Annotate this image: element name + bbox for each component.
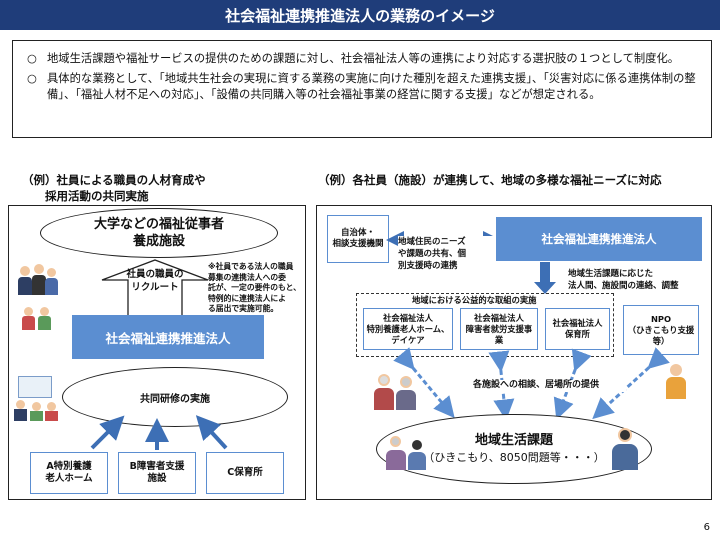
facility-b-box: B障害者支援 施設 [118, 452, 196, 494]
withdrawn-person-icon [606, 426, 646, 472]
npo-box: NPO （ひきこもり支援 等） [623, 305, 699, 355]
left-corp-box: 社会福祉連携推進法人 [72, 315, 264, 359]
family-icon [386, 432, 430, 472]
people-group-icon [18, 262, 58, 302]
left-panel [8, 205, 306, 500]
public-interest-group [356, 293, 614, 357]
intro-bullet-1: ○ 地域生活課題や福祉サービスの提供のための課題に対し、社会福祉法人等の連携によ… [27, 51, 699, 67]
consult-text: 各施設への相談、居場所の提供 [446, 380, 626, 392]
coord-text: 地域生活課題に応じた 法人間、施設間の連絡、調整 [568, 269, 679, 291]
issue-ellipse: 地域生活課題 （ひきこもり、8050問題等・・・） [376, 414, 652, 484]
npo-staff-icon [660, 362, 694, 402]
group-title: 地域における公益的な取組の実施 [412, 295, 537, 305]
training-icon [14, 372, 60, 422]
facility-c-box: C保育所 [206, 452, 284, 494]
intro-box: ○ 地域生活課題や福祉サービスの提供のための課題に対し、社会福祉法人等の連携によ… [12, 40, 712, 138]
university-ellipse: 大学などの福祉従事者 養成施設 [40, 208, 278, 258]
elderly-couple-icon [372, 372, 428, 412]
intro-bullet-2: ○ 具体的な業務として、「地域共生社会の実現に資する業務の実施に向けた種別を超え… [27, 71, 699, 103]
member-box-2: 社会福祉法人 障害者就労支援事 業 [460, 308, 538, 350]
bullet-text: 具体的な業務として、「地域共生社会の実現に資する業務の実施に向けた種別を超えた連… [47, 72, 696, 101]
recruit-note: ※社員である法人の職員 募集の連携法人への委 託が、一定の要件のもと、 特例的に… [208, 262, 301, 313]
bullet-mark: ○ [27, 72, 37, 85]
students-icon [20, 305, 58, 333]
right-caption: （例）各社員（施設）が連携して、地域の多様な福祉ニーズに対応 [318, 173, 662, 187]
bullet-text: 地域生活課題や福祉サービスの提供のための課題に対し、社会福祉法人等の連携により対… [47, 52, 680, 65]
page-number: 6 [703, 522, 710, 533]
page-title: 社会福祉連携推進法人の業務のイメージ [0, 0, 720, 30]
issue-subtitle: （ひきこもり、8050問題等・・・） [423, 451, 605, 464]
municipality-box: 自治体・ 相談支援機関 [327, 215, 389, 263]
recruit-label: 社員の職員の リクルート [126, 269, 184, 293]
issue-title: 地域生活課題 [474, 433, 553, 448]
right-corp-box: 社会福祉連携推進法人 [496, 217, 702, 261]
bullet-mark: ○ [27, 52, 37, 65]
facility-a-box: A特別養護 老人ホーム [30, 452, 108, 494]
left-caption: （例）社員による職員の人材育成や 採用活動の共同実施 [22, 173, 206, 203]
right-panel [316, 205, 712, 500]
needs-text: 地域住民のニーズ や課題の共有、個 別支援時の連携 [398, 236, 498, 272]
